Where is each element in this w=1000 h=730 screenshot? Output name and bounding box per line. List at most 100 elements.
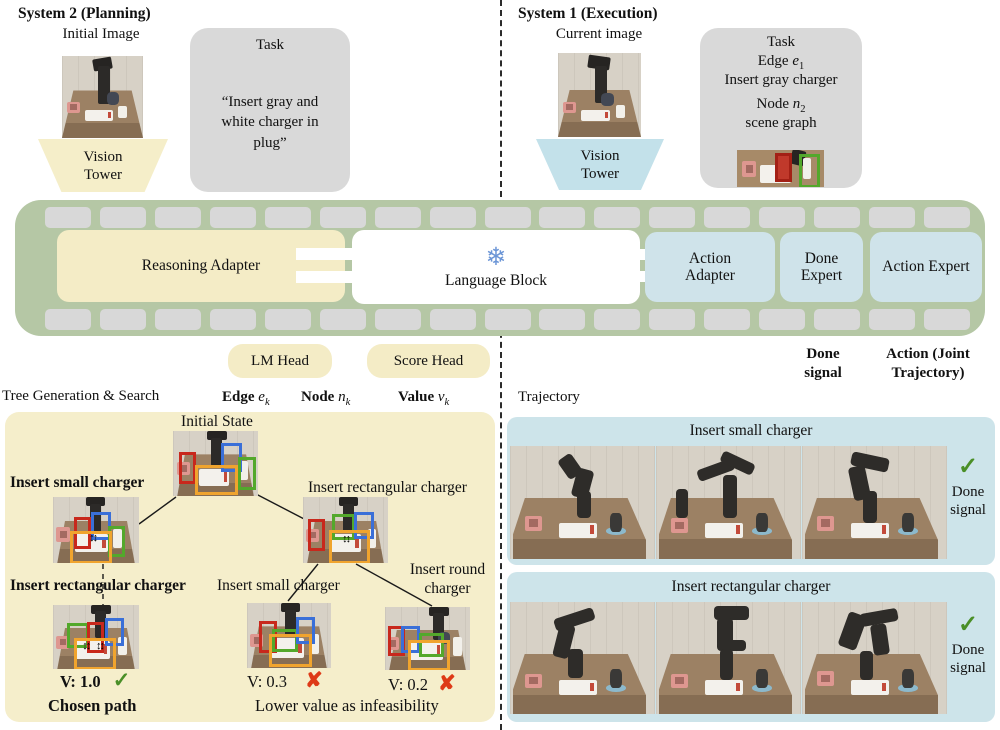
system2-title: System 2 (Planning) — [18, 5, 151, 22]
vision-tower-label: Vision Tower — [83, 148, 123, 183]
move-arrows-icon: ↕↕ — [342, 532, 351, 545]
edge-e1-label: Edge e1 — [757, 53, 805, 72]
cross-icon: ✘ — [305, 668, 323, 692]
token-row-top — [45, 207, 970, 228]
tree-edge-insert-round-charger: Insert round charger — [409, 561, 486, 597]
token-block — [869, 207, 916, 228]
check-icon: ✓ — [112, 668, 131, 692]
score-head-label: Score Head — [393, 352, 464, 369]
edge-column-label: Edge ek — [222, 389, 270, 408]
tree-edge-insert-small-charger: Insert small charger — [10, 474, 145, 491]
token-block — [539, 207, 586, 228]
done-signal-badge: ✓ Done signal — [944, 610, 992, 677]
score-head-box: Score Head — [367, 344, 490, 378]
done-expert-box: Done Expert — [780, 232, 863, 302]
token-block — [594, 309, 641, 330]
token-block — [99, 207, 146, 228]
language-block-label: Language Block — [444, 271, 547, 289]
token-block — [539, 309, 586, 330]
token-block — [319, 207, 366, 228]
token-row-bottom — [45, 309, 970, 330]
move-arrows-icon: ↕↕ — [96, 639, 105, 652]
reasoning-adapter-label: Reasoning Adapter — [141, 257, 261, 275]
tree-node-initial-state — [173, 431, 258, 496]
connector-prong — [296, 271, 356, 283]
token-block — [594, 207, 641, 228]
trajectory-frame — [802, 602, 947, 714]
done-signal-badge: ✓ Done signal — [944, 452, 992, 519]
action-adapter-label: Action Adapter — [685, 249, 735, 284]
token-block — [924, 207, 970, 228]
token-block — [319, 309, 366, 330]
trajectory-section-label: Trajectory — [518, 389, 580, 405]
system1-title: System 1 (Execution) — [518, 5, 658, 22]
done-signal-label: Done signal — [950, 484, 986, 518]
token-block — [264, 207, 311, 228]
token-block — [429, 207, 476, 228]
move-arrows-icon: ↕↕ — [89, 531, 98, 544]
trajectory-panel-title: Insert rectangular charger — [671, 578, 831, 595]
task-title: Task — [766, 34, 796, 50]
lm-head-label: LM Head — [251, 352, 309, 369]
tree-leaf-chosen: ↕↕ ↕↕ — [53, 605, 139, 669]
initial-image-photo — [62, 56, 143, 138]
token-block — [154, 309, 201, 330]
tree-node-small-charger: ↕↕ — [53, 497, 139, 563]
check-icon: ✓ — [957, 454, 979, 480]
token-block — [154, 207, 201, 228]
chosen-path-label: Chosen path — [48, 696, 137, 715]
token-block — [649, 207, 696, 228]
token-block — [759, 207, 806, 228]
trajectory-panel-title: Insert small charger — [689, 422, 813, 439]
tree-edge-insert-rectangular-charger-2: Insert rectangular charger — [10, 577, 186, 594]
token-block — [649, 309, 696, 330]
token-block — [814, 309, 861, 330]
action-adapter-box: Action Adapter — [645, 232, 775, 302]
done-signal-label: Done signal — [950, 642, 986, 676]
task-title: Task — [255, 37, 285, 53]
node-n2-desc: scene graph — [745, 115, 817, 131]
tree-node-rectangular-charger: ↕↕ — [303, 497, 388, 563]
system-divider-dashed-line — [500, 0, 502, 730]
token-block — [264, 309, 311, 330]
tree-leaf-small — [247, 603, 331, 668]
vision-tower-label: Vision Tower — [580, 147, 620, 182]
token-block — [484, 309, 531, 330]
initial-image-label: Initial Image — [62, 26, 140, 42]
current-image-photo — [558, 53, 641, 137]
snowflake-frozen-icon: ❄ — [485, 243, 507, 271]
token-block — [429, 309, 476, 330]
token-block — [45, 207, 91, 228]
check-icon: ✓ — [957, 612, 979, 638]
action-joint-output-label: Action (Joint Trajectory) — [886, 346, 970, 381]
token-block — [704, 207, 751, 228]
value-0.2: V: 0.2 — [388, 675, 429, 694]
token-block — [209, 207, 256, 228]
cross-icon: ✘ — [438, 671, 456, 695]
node-column-label: Node nk — [301, 389, 351, 408]
task-instruction: “Insert gray and white charger in plug” — [221, 94, 319, 151]
language-block-box: ❄ Language Block — [352, 230, 640, 304]
token-block — [99, 309, 146, 330]
trajectory-frame — [510, 602, 655, 714]
value-row-chosen: V: 1.0 ✓ — [60, 668, 130, 693]
tree-section-label: Tree Generation & Search — [2, 388, 160, 404]
current-image-label: Current image — [555, 26, 643, 42]
value-column-label: Value vk — [398, 389, 450, 408]
vision-tower-system2: Vision Tower — [38, 139, 168, 192]
token-block — [759, 309, 806, 330]
tree-edge-insert-small-charger-2: Insert small charger — [217, 577, 340, 594]
token-block — [374, 309, 421, 330]
value-row-round: V: 0.2 ✘ — [388, 671, 456, 696]
done-signal-output-label: Done signal — [804, 346, 842, 381]
reasoning-adapter-box: Reasoning Adapter — [57, 230, 345, 302]
tree-edge-insert-rectangular-charger: Insert rectangular charger — [308, 479, 467, 496]
trajectory-frame — [656, 446, 801, 559]
done-expert-label: Done Expert — [800, 249, 843, 284]
token-block — [704, 309, 751, 330]
token-block — [924, 309, 970, 330]
value-row-small: V: 0.3 ✘ — [247, 668, 323, 693]
connector-prong — [296, 248, 356, 260]
trajectory-frame — [510, 446, 655, 559]
